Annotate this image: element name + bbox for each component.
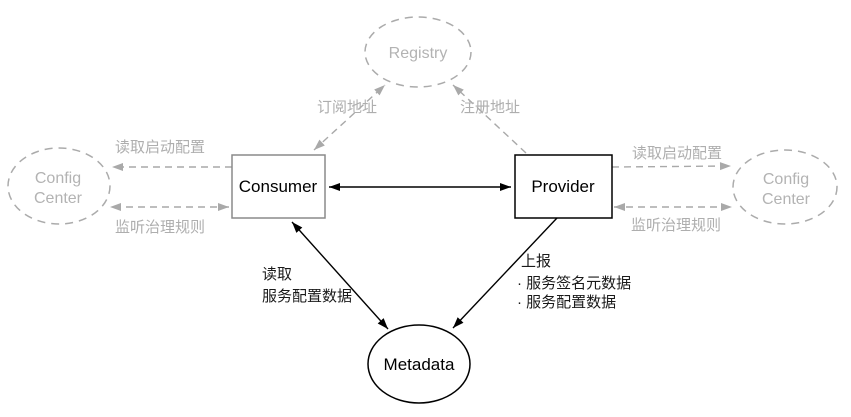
- edge-consumer-registry: [313, 84, 386, 151]
- edge-provider-configcenter-right-top: [611, 162, 732, 171]
- edge-label-report-line3: · 服务配置数据: [517, 294, 616, 311]
- node-config-center-left: Config Center: [7, 147, 111, 225]
- edge-label-read-metadata-line2: 服务配置数据: [262, 288, 352, 305]
- node-metadata: Metadata: [367, 324, 471, 404]
- edge-consumer-metadata: [291, 221, 389, 330]
- edge-label-report-line2: · 服务签名元数据: [517, 275, 631, 292]
- metadata-shape: [367, 324, 471, 404]
- node-consumer: Consumer: [231, 154, 326, 219]
- registry-shape: [364, 16, 472, 88]
- node-config-center-right: Config Center: [732, 149, 838, 225]
- config-center-right-label-line1: Config: [763, 171, 809, 188]
- provider-shape: [514, 154, 613, 219]
- edge-label-read-startup-config-left: 读取启动配置: [115, 139, 205, 156]
- metadata-label: Metadata: [384, 355, 455, 374]
- edge-label-read-startup-config-right: 读取启动配置: [632, 145, 722, 162]
- config-center-right-shape: [732, 149, 838, 225]
- edge-label-listen-governance-right: 监听治理规则: [631, 217, 721, 234]
- edge-label-register-address: 注册地址: [460, 99, 520, 116]
- provider-label: Provider: [531, 177, 595, 196]
- consumer-label: Consumer: [239, 177, 318, 196]
- edge-label-subscribe-address: 订阅地址: [317, 99, 377, 116]
- registry-label: Registry: [389, 45, 448, 62]
- edge-provider-metadata: [452, 217, 558, 329]
- config-center-right-label-line2: Center: [762, 191, 811, 208]
- edge-label-listen-governance-left: 监听治理规则: [115, 219, 205, 236]
- node-provider: Provider: [514, 154, 613, 219]
- config-center-left-shape: [7, 147, 111, 225]
- consumer-shape: [231, 154, 326, 219]
- edge-label-read-metadata-line1: 读取: [262, 266, 292, 283]
- edge-label-report-line1: 上报: [521, 253, 551, 270]
- node-registry: Registry: [364, 16, 472, 88]
- config-center-left-label-line1: Config: [35, 170, 81, 187]
- edge-provider-registry: [452, 84, 527, 154]
- config-center-left-label-line2: Center: [34, 190, 83, 207]
